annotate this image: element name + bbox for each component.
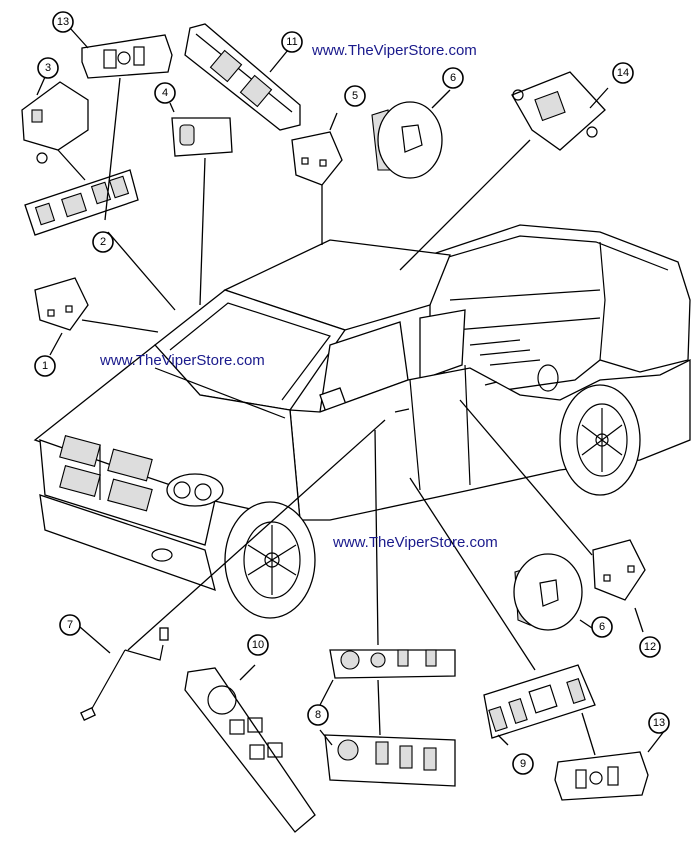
part-7-cable	[80, 627, 169, 722]
callout-label: 9	[520, 758, 526, 770]
part-5-mirror-switch	[291, 131, 343, 186]
watermark-middle: www.TheViperStore.com	[100, 352, 265, 369]
callout-2: 2	[92, 231, 114, 253]
callout-12: 12	[639, 636, 661, 658]
callout-label: 11	[286, 36, 297, 48]
callout-label: 12	[644, 641, 656, 653]
callout-1: 1	[34, 355, 56, 377]
callout-14: 14	[612, 62, 634, 84]
callout-label: 5	[352, 90, 358, 102]
callout-label: 6	[599, 621, 605, 633]
truck-illustration	[33, 224, 691, 619]
callout-label: 7	[67, 619, 73, 631]
part-6-button-upper	[371, 101, 443, 179]
part-11-window-bezel	[184, 23, 301, 131]
part-4-switch	[171, 117, 233, 157]
part-12-mirror-switch	[592, 539, 646, 601]
part-1-mirror-switch	[34, 277, 89, 331]
callout-9: 9	[512, 753, 534, 775]
part-9-switch	[483, 664, 596, 739]
callout-label: 10	[252, 639, 264, 651]
callout-label: 8	[315, 709, 321, 721]
callout-label: 3	[45, 62, 51, 74]
callout-13-lower: 13	[648, 712, 670, 734]
callout-4: 4	[154, 82, 176, 104]
part-8-switch-upper	[329, 649, 456, 679]
watermark-top: www.TheViperStore.com	[312, 42, 477, 59]
part-14-switch	[511, 71, 606, 151]
callout-13-upper: 13	[52, 11, 74, 33]
callout-label: 4	[162, 87, 168, 99]
callout-5: 5	[344, 85, 366, 107]
callout-8: 8	[307, 704, 329, 726]
part-8-switch-lower	[324, 734, 456, 787]
callout-label: 13	[57, 16, 69, 28]
callout-label: 13	[653, 717, 665, 729]
callout-label: 1	[42, 360, 48, 372]
leader-lines	[36, 27, 666, 756]
part-3-switch	[21, 81, 89, 164]
part-6-button-lower	[513, 553, 583, 631]
callout-6-lower: 6	[591, 616, 613, 638]
part-13-upper-bezel	[81, 34, 173, 79]
part-13-lower-bezel	[554, 751, 649, 801]
callout-10: 10	[247, 634, 269, 656]
callout-7: 7	[59, 614, 81, 636]
callout-label: 14	[617, 67, 629, 79]
callout-6-upper: 6	[442, 67, 464, 89]
callout-label: 2	[100, 236, 106, 248]
part-2-master-switch	[24, 169, 139, 236]
part-10-door-bezel	[184, 667, 316, 833]
callout-11: 11	[281, 31, 303, 53]
callout-3: 3	[37, 57, 59, 79]
watermark-lower: www.TheViperStore.com	[333, 534, 498, 551]
callout-label: 6	[450, 72, 456, 84]
